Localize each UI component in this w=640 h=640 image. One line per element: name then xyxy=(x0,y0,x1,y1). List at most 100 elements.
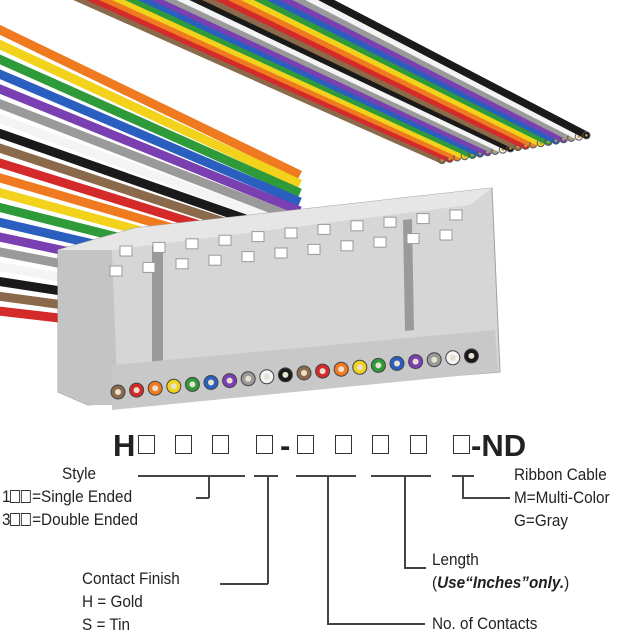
conductor xyxy=(394,360,400,367)
wire xyxy=(202,0,520,151)
contact-hole xyxy=(142,261,156,273)
contact-finish-title: Contact Finish xyxy=(82,569,180,588)
contact-hole xyxy=(218,234,232,246)
contact-hole xyxy=(208,254,222,266)
ribbon-leader xyxy=(462,475,464,498)
ribbon-multi: M=Multi-Color xyxy=(514,488,610,507)
contacts-leader xyxy=(327,475,329,624)
contacts-leader xyxy=(327,623,425,625)
idc-connector xyxy=(57,187,501,410)
conductor xyxy=(468,352,475,359)
length-note: (Use“Inches”only.) xyxy=(432,573,570,592)
conductor xyxy=(282,371,289,378)
wire xyxy=(253,0,551,146)
wire xyxy=(86,0,452,163)
style-underline xyxy=(138,475,245,477)
wire xyxy=(240,0,543,147)
ribbon-leader xyxy=(462,497,510,499)
conductor xyxy=(189,381,196,388)
style-double: 3=Double Ended xyxy=(2,510,139,529)
code-box xyxy=(175,435,192,454)
wire xyxy=(0,99,302,225)
wire xyxy=(99,0,459,161)
part-suffix: -ND xyxy=(471,428,527,463)
conductor xyxy=(319,368,326,375)
code-box xyxy=(138,435,155,454)
wire xyxy=(124,0,474,159)
contact-hole xyxy=(406,233,420,245)
wire xyxy=(189,0,513,152)
contact-hole xyxy=(416,213,430,225)
contact-hole xyxy=(350,220,364,232)
contact-hole xyxy=(373,236,387,248)
contact-hole xyxy=(152,241,166,253)
conductor xyxy=(569,136,573,140)
contacts-underline xyxy=(296,475,356,477)
contact-hole xyxy=(241,251,255,263)
contact-hole xyxy=(284,227,298,239)
contacts-title: No. of Contacts xyxy=(432,614,538,633)
code-box xyxy=(410,435,427,454)
code-box xyxy=(256,435,273,454)
wire xyxy=(73,0,444,164)
contact-finish-tin: S = Tin xyxy=(82,615,131,634)
code-box xyxy=(372,435,389,454)
length-title: Length xyxy=(432,550,479,569)
wire xyxy=(111,0,467,160)
conductor xyxy=(245,375,252,382)
style-single: 1=Single Ended xyxy=(2,487,133,506)
wire xyxy=(0,24,302,180)
finish-leader xyxy=(220,583,268,585)
part-prefix: H xyxy=(113,428,136,463)
part-dash: - xyxy=(280,428,291,463)
contact-hole xyxy=(307,243,321,255)
wire xyxy=(0,84,302,216)
contact-hole xyxy=(439,229,453,241)
code-box xyxy=(335,435,352,454)
length-leader xyxy=(404,475,406,568)
wire xyxy=(215,0,528,150)
style-leader xyxy=(196,497,209,499)
conductor xyxy=(585,134,588,137)
style-title: Style xyxy=(62,464,97,483)
wire xyxy=(163,0,497,155)
conductor xyxy=(301,370,307,376)
contact-hole xyxy=(175,258,189,270)
conductor xyxy=(170,383,177,390)
wire xyxy=(305,0,581,140)
wire xyxy=(0,113,302,234)
conductor xyxy=(133,387,140,394)
contact-hole xyxy=(251,231,265,243)
conductor xyxy=(226,377,233,384)
contact-hole xyxy=(274,247,288,259)
wire xyxy=(292,0,573,142)
wire xyxy=(0,54,302,198)
conductor xyxy=(115,389,121,395)
finish-leader xyxy=(267,475,269,584)
conductor xyxy=(356,364,363,371)
contact-hole xyxy=(449,209,463,221)
wire xyxy=(137,0,482,157)
conductor xyxy=(449,354,456,361)
conductor xyxy=(263,373,270,380)
conductor xyxy=(412,358,419,365)
contact-hole xyxy=(383,216,397,228)
conductor xyxy=(152,385,159,392)
wire xyxy=(150,0,490,156)
wire xyxy=(0,39,302,189)
contact-hole xyxy=(185,238,199,250)
conductor xyxy=(375,362,382,369)
wire xyxy=(318,0,589,139)
length-underline xyxy=(371,475,431,477)
code-box xyxy=(212,435,229,454)
contact-hole xyxy=(119,245,133,257)
code-box xyxy=(297,435,314,454)
contact-finish-gold: H = Gold xyxy=(82,592,143,611)
contact-hole xyxy=(340,240,354,252)
wire xyxy=(0,69,302,207)
style-leader xyxy=(208,475,210,498)
finish-underline xyxy=(254,475,278,477)
conductor xyxy=(431,356,438,363)
ribbon-title: Ribbon Cable xyxy=(514,465,607,484)
